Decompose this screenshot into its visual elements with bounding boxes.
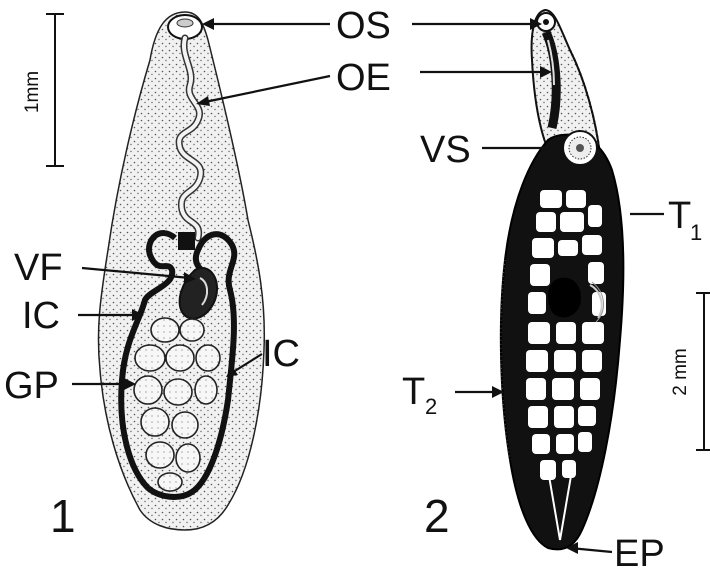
label-t1: T — [668, 195, 691, 237]
specimen-2 — [501, 10, 623, 549]
label-ic-right: IC — [262, 333, 300, 375]
label-t2-sub: 2 — [425, 394, 437, 419]
panel-number-2: 2 — [424, 490, 450, 542]
panel-number-1: 1 — [50, 490, 76, 542]
label-os: OS — [336, 5, 391, 47]
label-vs: VS — [420, 129, 471, 171]
scale-bar-1 — [46, 14, 64, 166]
scale-bar-2 — [696, 293, 710, 450]
label-oe: OE — [336, 57, 391, 99]
scale-label-2: 2 mm — [670, 348, 691, 396]
label-ep: EP — [614, 533, 665, 569]
label-vf: VF — [14, 247, 63, 289]
label-gp: GP — [4, 365, 59, 407]
scale-label-1: 1mm — [22, 71, 43, 113]
ventral-area-1 — [178, 232, 195, 250]
label-ic-left: IC — [22, 295, 60, 337]
label-t1-sub: 1 — [690, 220, 702, 245]
label-t2: T — [402, 371, 425, 413]
